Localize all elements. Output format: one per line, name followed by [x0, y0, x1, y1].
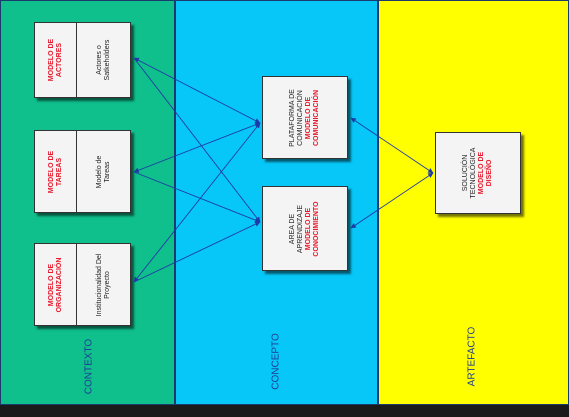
diagram-canvas: CONTEXTO CONCEPTO ARTEFACTO MODELO DE AC… [0, 0, 569, 405]
column-label-contexto: CONTEXTO [83, 338, 95, 395]
concept-model-conocimiento: MODELO DE CONOCIMIENTO [305, 200, 320, 257]
description-tareas: Modelo de Tareas [95, 155, 111, 188]
description-actores: Actores o Satkeholders [95, 39, 111, 81]
model-label-actores: MODELO DE ACTORES [47, 38, 63, 82]
column-label-concepto: CONCEPTO [270, 333, 282, 390]
column-label-artefacto: ARTEFACTO [466, 326, 478, 387]
concept-box-conocimiento: AREA DE APRENDIZAJE MODELO DE CONOCIMIEN… [262, 186, 348, 271]
context-box-actores: MODELO DE ACTORES Actores o Satkeholders [34, 22, 131, 98]
description-organizacion: Institucionalidad Del Proyecto [95, 253, 111, 316]
concept-title-comunicacion: PLATAFORMA DE COMUNICACIÓN [289, 88, 304, 147]
model-label-tareas: MODELO DE TAREAS [47, 150, 63, 193]
model-label-organizacion: MODELO DE ORGANIZACIÓN [47, 257, 63, 312]
context-box-tareas: MODELO DE TAREAS Modelo de Tareas [34, 130, 131, 213]
concept-title-conocimiento: AREA DE APRENDIZAJE [289, 204, 304, 253]
context-box-organizacion: MODELO DE ORGANIZACIÓN Institucionalidad… [34, 243, 131, 326]
artefact-title: SOLUCIÓN TECNOLÓGICA [462, 147, 477, 199]
artefact-box-diseno: SOLUCIÓN TECNOLÓGICA MODELO DE DISEÑO [435, 132, 521, 214]
artefact-model: MODELO DE DISEÑO [478, 151, 493, 195]
concept-model-comunicacion: MODELO DE COMUNICACIÓN [305, 89, 320, 146]
concept-box-comunicacion: PLATAFORMA DE COMUNICACIÓN MODELO DE COM… [262, 76, 348, 159]
